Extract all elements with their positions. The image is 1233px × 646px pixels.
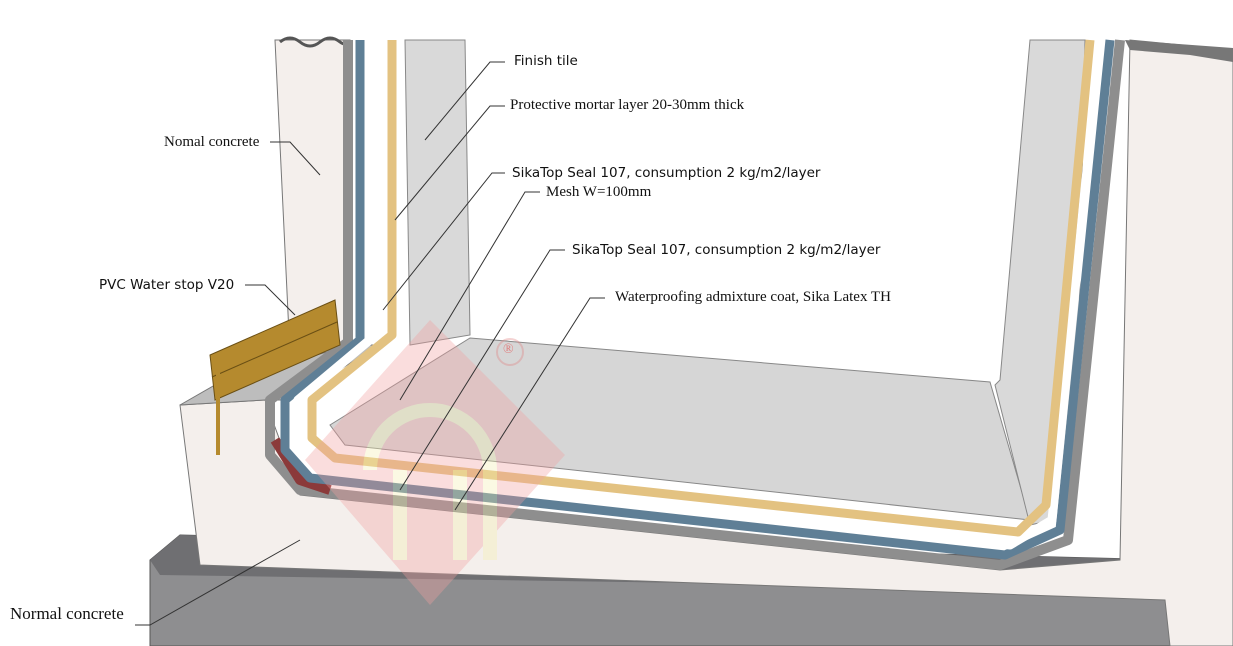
watermark-registered-mark: ® xyxy=(503,342,514,357)
pvc-water-stop xyxy=(209,299,341,455)
layer-protective-mortar xyxy=(307,39,1095,537)
layer-sikatop-outer xyxy=(280,39,1115,560)
leader-lines xyxy=(135,61,605,626)
label-mesh: Mesh W=100mm xyxy=(546,184,652,200)
floor-finish xyxy=(329,337,1031,521)
label-protective-mortar: Protective mortar layer 20-30mm thick xyxy=(510,97,745,113)
label-finish-tile: Finish tile xyxy=(514,53,578,69)
layer-waterproofing-admixture xyxy=(265,39,1125,570)
left-wall-finish xyxy=(404,39,471,346)
layer-stack xyxy=(265,39,1125,570)
label-nomal-concrete: Nomal concrete xyxy=(164,134,260,150)
label-normal-concrete: Normal concrete xyxy=(10,604,124,623)
right-top-break xyxy=(1125,40,1233,62)
left-wall-break xyxy=(279,36,351,48)
label-sikatop-seal-2: SikaTop Seal 107, consumption 2 kg/m2/la… xyxy=(572,242,881,258)
label-sikatop-seal-1: SikaTop Seal 107, consumption 2 kg/m2/la… xyxy=(512,165,821,181)
watermark-logo xyxy=(305,320,565,605)
label-pvc-water-stop: PVC Water stop V20 xyxy=(99,277,235,293)
layer-mesh xyxy=(293,39,1105,550)
label-waterproofing-admixture: Waterproofing admixture coat, Sika Latex… xyxy=(615,289,891,305)
